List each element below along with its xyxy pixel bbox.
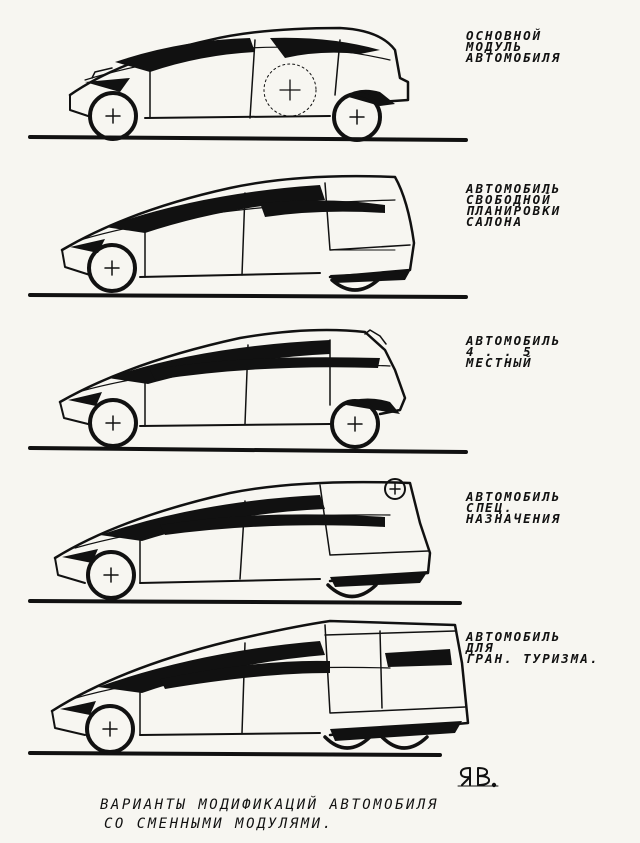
variant-label-line: для <box>466 640 495 655</box>
variant-label: Автомобиль для гран. туризма. <box>466 629 600 666</box>
car-sketch-free-layout <box>28 174 468 299</box>
variant-special-purpose: Автомобиль спец. назначения <box>0 463 640 623</box>
variant-label: Автомобиль свободной планировки салона <box>466 181 562 229</box>
variant-grand-touring: Автомобиль для гран. туризма. <box>0 613 640 773</box>
variant-label: Автомобиль спец. назначения <box>466 489 562 526</box>
variant-label-line: 4 . . 5 <box>466 344 533 359</box>
variant-label-line: планировки <box>466 203 562 218</box>
variant-label-line: Модуль <box>466 39 524 54</box>
artist-signature <box>457 767 499 788</box>
caption-line-2: со сменными модулями. <box>104 816 334 832</box>
car-sketch-special-purpose <box>28 478 462 605</box>
variant-label: Автомобиль 4 . . 5 местный <box>466 333 562 370</box>
variant-label: Основной Модуль Автомобиля <box>466 28 562 65</box>
variant-label-line: свободной <box>466 192 552 207</box>
variant-label-line: гран. туризма. <box>466 651 600 666</box>
variant-base-module: Основной Модуль Автомобиля <box>0 0 640 160</box>
car-sketch-base-module <box>28 26 468 142</box>
variant-label-line: салона <box>466 214 524 229</box>
variant-label-line: Автомобиль <box>466 629 562 644</box>
variant-free-layout: Автомобиль свободной планировки салона <box>0 155 640 315</box>
variant-label-line: Автомобиль <box>466 181 562 196</box>
car-sketch-four-five-seater <box>28 328 468 454</box>
variant-label-line: Автомобиль <box>466 489 562 504</box>
variant-label-line: назначения <box>466 511 562 526</box>
variant-label-line: спец. <box>466 500 514 515</box>
figure-caption: Варианты модификаций автомобиля со сменн… <box>100 796 580 834</box>
variant-label-line: местный <box>466 355 533 370</box>
car-sketch-grand-touring <box>28 619 470 757</box>
variant-four-five-seater: Автомобиль 4 . . 5 местный <box>0 310 640 470</box>
variant-label-line: Автомобиль <box>466 333 562 348</box>
variant-label-line: Автомобиля <box>466 50 562 65</box>
caption-line-1: Варианты модификаций автомобиля <box>100 797 439 813</box>
variant-label-line: Основной <box>466 28 543 43</box>
